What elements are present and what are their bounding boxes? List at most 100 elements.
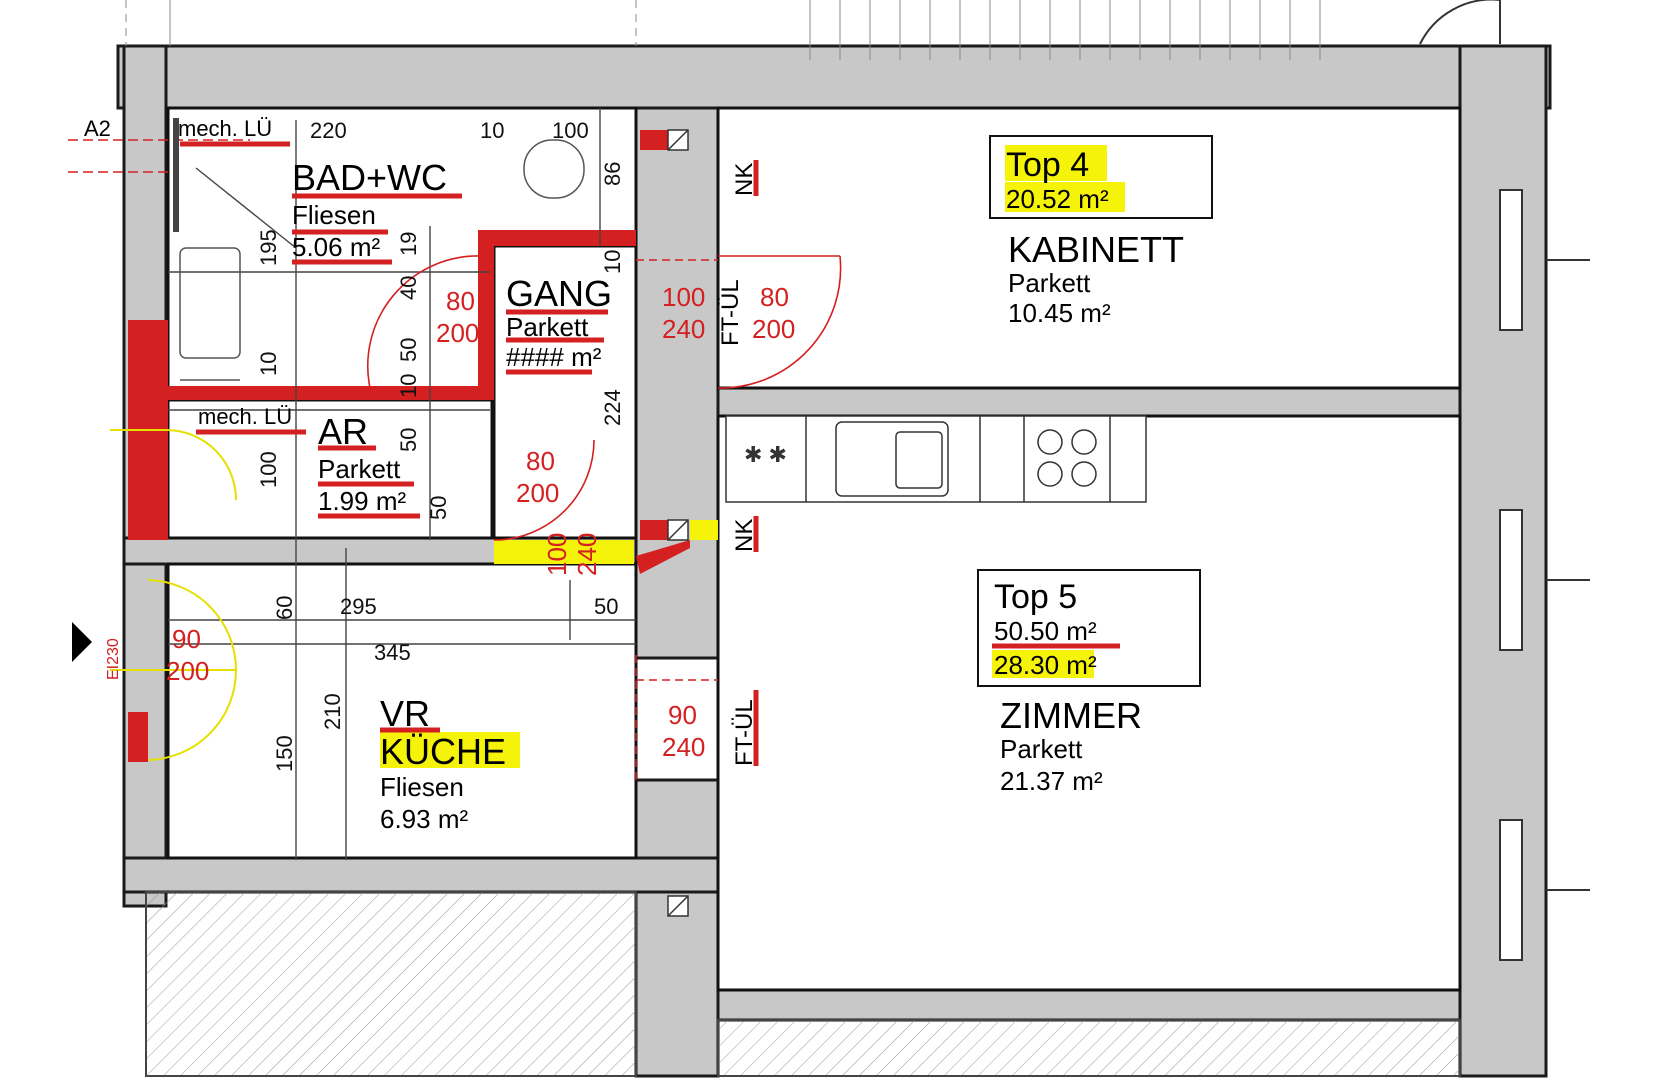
door-bad-w: 80 [446, 286, 475, 316]
room-kuche [166, 562, 638, 860]
kuche-area: 6.93 m² [380, 804, 468, 834]
ei230-label: EI230 [105, 638, 122, 680]
dim-50c: 50 [426, 496, 451, 520]
mech-lu-ar: mech. LÜ [198, 404, 292, 429]
dim-40: 40 [396, 276, 421, 300]
dim-210: 210 [320, 693, 345, 730]
red-wall-gang-left [478, 230, 494, 400]
yellow-block [690, 520, 718, 540]
door-kab-h1: 240 [662, 314, 705, 344]
door-entry-w: 90 [172, 624, 201, 654]
zimmer-area: 21.37 m² [1000, 766, 1103, 796]
red-block-1 [640, 130, 668, 150]
wall-bottom-kitchen [122, 856, 720, 894]
svg-text:✱ ✱: ✱ ✱ [744, 442, 787, 467]
kitchen-counter: ✱ ✱ [725, 415, 1147, 503]
red-wall-entry [128, 712, 148, 762]
windows [1499, 189, 1590, 961]
wall-middle-lower [634, 778, 720, 1078]
top5-area-sub: 28.30 m² [994, 650, 1097, 680]
zimmer-floor: Parkett [1000, 734, 1083, 764]
nk-label-bottom: NK [731, 519, 758, 552]
door-kab-h2: 200 [752, 314, 795, 344]
kuche-name: KÜCHE [380, 731, 506, 772]
dim-50d: 50 [594, 594, 618, 619]
door-dimensions: 80 200 100 240 80 200 80 200 100 240 90 … [166, 282, 795, 762]
dim-10c: 10 [396, 374, 421, 398]
bath-fixtures [173, 118, 585, 381]
dim-295: 295 [340, 594, 377, 619]
bad-name: BAD+WC [292, 157, 447, 198]
ftul-label-top: FT-ÜL [717, 279, 744, 346]
dimension-numbers: 220 10 100 86 195 19 40 50 10 10 10 224 … [256, 118, 625, 772]
gang-area: #### m² [506, 342, 602, 372]
door-kab-w2: 80 [760, 282, 789, 312]
wall-kab-zim [716, 386, 1462, 418]
kabinett-area: 10.45 m² [1008, 298, 1111, 328]
top4-title: Top 4 [1006, 146, 1089, 184]
kabinett-name: KABINETT [1008, 229, 1184, 270]
gang-floor: Parkett [506, 312, 589, 342]
dim-150: 150 [272, 735, 297, 772]
gang-name: GANG [506, 273, 612, 314]
red-underlines [180, 141, 1120, 766]
ftul-label-bottom: FT-ÜL [731, 699, 758, 766]
door-lines [68, 139, 842, 780]
mech-lu-bad: mech. LÜ [178, 116, 272, 141]
entry-arrow-icon [72, 622, 92, 662]
dim-195: 195 [256, 229, 281, 266]
door-ar-h: 200 [516, 478, 559, 508]
dim-345: 345 [374, 640, 411, 665]
top5-area-total: 50.50 m² [994, 616, 1097, 646]
zimmer-name: ZIMMER [1000, 695, 1142, 736]
ar-floor: Parkett [318, 454, 401, 484]
door-gang-w: 100 [542, 533, 572, 576]
bad-area: 5.06 m² [292, 232, 380, 262]
ar-area: 1.99 m² [318, 486, 406, 516]
dim-224: 224 [600, 389, 625, 426]
door-entry-h: 200 [166, 656, 209, 686]
top-hatching [125, 0, 1501, 60]
dim-50a: 50 [396, 338, 421, 362]
room-zimmer [716, 414, 1462, 992]
door-zim-w: 90 [668, 700, 697, 730]
hatched-area-left [145, 891, 637, 1077]
yellow-doors [110, 429, 237, 761]
kabinett-floor: Parkett [1008, 268, 1091, 298]
dim-100b: 100 [256, 451, 281, 488]
room-labels: Top 4 20.52 m² KABINETT Parkett 10.45 m²… [84, 116, 1184, 834]
red-block-2 [640, 520, 668, 540]
ar-name: AR [318, 411, 368, 452]
door-ar-w: 80 [526, 446, 555, 476]
a2-label: A2 [84, 116, 111, 141]
bad-floor: Fliesen [292, 200, 376, 230]
door-bad-h: 200 [436, 318, 479, 348]
dim-10b: 10 [256, 352, 281, 376]
vr-name: VR [380, 693, 430, 734]
red-wall-gang-top [492, 230, 636, 246]
dim-10: 10 [480, 118, 504, 143]
dimension-lines [168, 108, 636, 860]
dim-60: 60 [272, 596, 297, 620]
dim-220: 220 [310, 118, 347, 143]
nk-label-top: NK [731, 163, 758, 196]
yellow-opening-gang [494, 540, 634, 564]
dim-86: 86 [600, 162, 625, 186]
dim-50b: 50 [396, 428, 421, 452]
top4-area: 20.52 m² [1006, 184, 1109, 214]
dim-100: 100 [552, 118, 589, 143]
wall-middle-upper [634, 106, 720, 660]
dim-19: 19 [396, 232, 421, 256]
dim-10d: 10 [600, 250, 625, 274]
red-wall-ar-top [168, 386, 492, 400]
top5-title: Top 5 [994, 578, 1077, 616]
red-wedge [636, 540, 690, 574]
door-gang-h: 240 [572, 533, 602, 576]
wall-top [116, 44, 1552, 110]
door-zim-h: 240 [662, 732, 705, 762]
hatched-area-bottom [717, 1019, 1461, 1077]
kuche-floor: Fliesen [380, 772, 464, 802]
wall-bottom-zimmer [716, 988, 1462, 1022]
door-kab-w1: 100 [662, 282, 705, 312]
